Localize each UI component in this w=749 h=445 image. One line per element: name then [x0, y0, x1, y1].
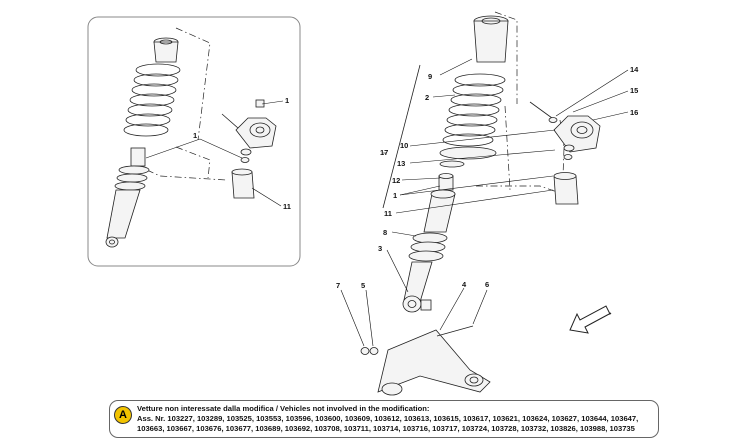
- callout-3: 3: [378, 244, 382, 253]
- range-bracket-17: [382, 64, 421, 209]
- callout-17: 17: [380, 148, 388, 157]
- note-text: Vetture non interessate dalla modifica /…: [137, 404, 652, 435]
- inset-rubber-bush: [231, 168, 255, 199]
- callout-12: 12: [392, 176, 400, 185]
- callout-9: 9: [428, 72, 432, 81]
- note-line-3: 103663, 103667, 103676, 103677, 103689, …: [137, 424, 635, 434]
- callout-11: 11: [384, 209, 392, 218]
- callout-5: 5: [361, 281, 365, 290]
- callout-8: 8: [383, 228, 387, 237]
- coil-spring: [442, 73, 506, 147]
- inset-mount-bracket: [221, 99, 277, 149]
- pivot-nut: [369, 347, 379, 355]
- callout-15: 15: [630, 86, 638, 95]
- main-exploded-view: 9 2 17 10 13 12 1 11 8 3 14 15 16 7 5 4 …: [336, 11, 639, 396]
- spring-seat: [439, 146, 497, 160]
- shock-absorber: [402, 189, 456, 313]
- note-line-1: Vetture non interessate dalla modifica /…: [137, 404, 430, 413]
- pivot-washer: [360, 347, 370, 355]
- inset-coil-spring: [123, 63, 181, 137]
- callout-1: 1: [393, 191, 397, 200]
- callout-16: 16: [630, 108, 638, 117]
- callout-13: 13: [397, 159, 405, 168]
- mount-washer: [563, 154, 573, 160]
- callout-10: 10: [400, 141, 408, 150]
- top-mount: [529, 101, 601, 153]
- inset-callout-1-top: 1: [285, 96, 289, 105]
- inset-bump-stop: [153, 37, 179, 63]
- retaining-ring: [439, 160, 465, 168]
- inset-panel: 1 1 11: [87, 16, 301, 267]
- callout-4: 4: [462, 280, 467, 289]
- bump-stop: [473, 15, 509, 63]
- callout-14: 14: [630, 65, 639, 74]
- callout-2: 2: [425, 93, 429, 102]
- pivot-bolt: [436, 325, 474, 337]
- front-direction-arrow-icon: [569, 305, 612, 334]
- lower-wishbone: [377, 329, 491, 396]
- rubber-bush: [553, 172, 579, 205]
- callout-6: 6: [485, 280, 489, 289]
- mount-nut: [563, 144, 575, 152]
- note-line-2: Ass. Nr. 103227, 103289, 103525, 103553,…: [137, 414, 639, 424]
- callout-7: 7: [336, 281, 340, 290]
- inset-shock-absorber: [105, 147, 150, 248]
- inset-callout-11: 11: [283, 202, 291, 211]
- inset-callout-1-left: 1: [193, 131, 197, 140]
- inset-nut: [240, 148, 252, 163]
- circle-letter-icon: A: [114, 406, 132, 424]
- vehicle-exclusion-note: A Vetture non interessate dalla modifica…: [109, 400, 659, 438]
